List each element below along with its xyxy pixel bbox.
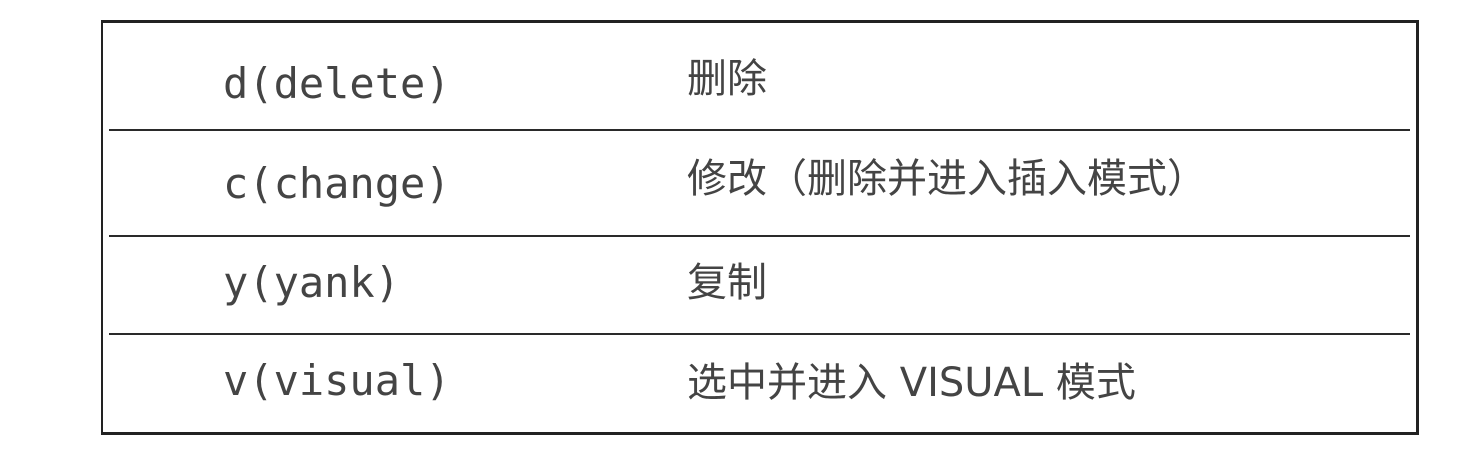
- row-divider: [109, 129, 1410, 131]
- row-divider: [109, 235, 1410, 237]
- table-row: y(yank) 复制: [103, 237, 1416, 335]
- description-cell: 修改（删除并进入插入模式）: [687, 156, 1207, 202]
- command-cell: d(delete): [223, 59, 451, 108]
- command-table: d(delete) 删除 c(change) 修改（删除并进入插入模式） y(y…: [101, 20, 1419, 435]
- row-divider: [109, 333, 1410, 335]
- command-cell: y(yank): [223, 258, 401, 307]
- description-cell: 选中并进入 VISUAL 模式: [687, 360, 1136, 406]
- table-row: v(visual) 选中并进入 VISUAL 模式: [103, 335, 1416, 435]
- table-row: c(change) 修改（删除并进入插入模式）: [103, 131, 1416, 236]
- table-row: d(delete) 删除: [103, 23, 1416, 130]
- command-cell: c(change): [223, 159, 451, 208]
- description-cell: 删除: [687, 56, 767, 102]
- description-cell: 复制: [687, 260, 767, 306]
- command-cell: v(visual): [223, 356, 451, 405]
